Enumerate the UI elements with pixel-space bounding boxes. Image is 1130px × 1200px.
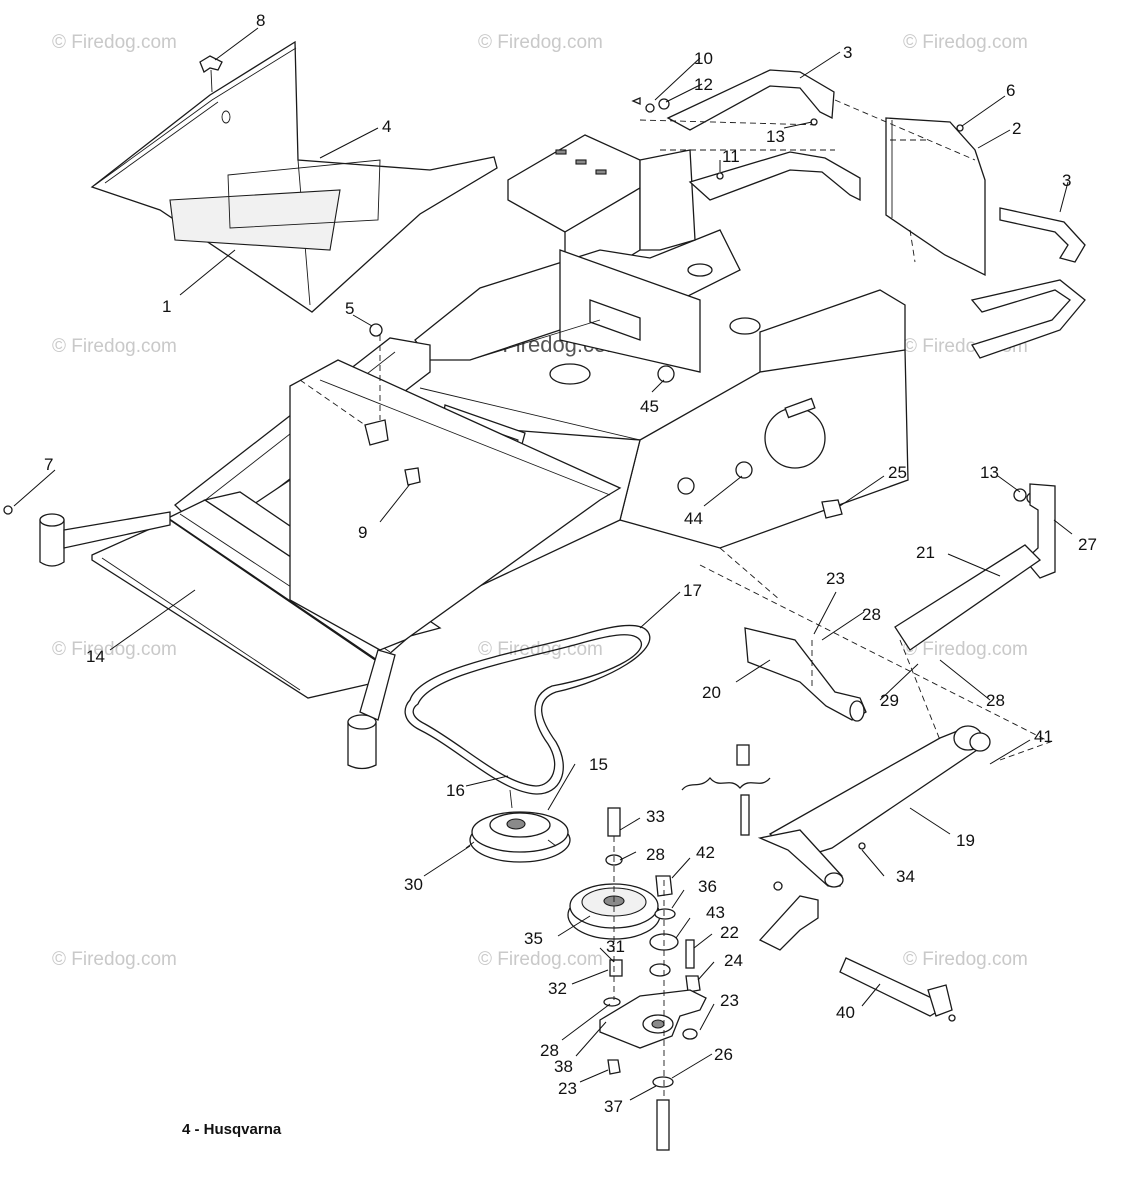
callout-11: 11	[722, 147, 740, 166]
callout-42: 42	[696, 843, 715, 862]
grommet-45-part	[657, 365, 675, 383]
watermark: © Firedog.com	[903, 949, 1028, 970]
idler-arm-part	[599, 989, 707, 1151]
callout-34: 34	[896, 867, 915, 886]
callout-40: 40	[836, 1003, 855, 1022]
callout-4: 4	[382, 117, 391, 136]
frame-hardware	[3, 323, 843, 519]
spring-part	[681, 744, 771, 836]
bushing-9-part	[364, 419, 389, 446]
callout-28a: 28	[862, 605, 881, 624]
callout-3a: 3	[843, 43, 852, 62]
watermark: © Firedog.com	[903, 639, 1028, 660]
diagram-caption: 4 - Husqvarna	[182, 1121, 282, 1138]
callout-3b: 3	[1062, 171, 1071, 190]
callout-1: 1	[162, 297, 171, 316]
callout-28d: 28	[540, 1041, 559, 1060]
watermark: © Firedog.com	[478, 32, 603, 53]
callout-26: 26	[714, 1045, 733, 1064]
callout-19: 19	[956, 831, 975, 850]
callout-13b: 13	[980, 463, 999, 482]
floor-pan-part	[90, 40, 498, 313]
plug-5-part	[369, 323, 383, 337]
callout-22: 22	[720, 923, 739, 942]
callout-45: 45	[640, 397, 659, 416]
callout-7: 7	[44, 455, 53, 474]
watermark: © Firedog.com	[52, 639, 177, 660]
rod-40-part	[758, 881, 956, 1022]
callout-37: 37	[604, 1097, 623, 1116]
callout-20: 20	[702, 683, 721, 702]
callout-30: 30	[404, 875, 423, 894]
callout-35: 35	[524, 929, 543, 948]
watermark: © Firedog.com	[903, 32, 1028, 53]
callout-27: 27	[1078, 535, 1097, 554]
watermark: © Firedog.com	[478, 639, 603, 660]
callout-5: 5	[345, 299, 354, 318]
side-plate-part	[885, 117, 986, 277]
callout-leaders	[13, 27, 1073, 1101]
callout-10: 10	[694, 49, 713, 68]
callout-23a: 23	[826, 569, 845, 588]
callout-23b: 23	[720, 991, 739, 1010]
idler-pulley-part	[567, 883, 661, 940]
callout-29: 29	[880, 691, 899, 710]
callout-44: 44	[684, 509, 703, 528]
callout-28c: 28	[646, 845, 665, 864]
callout-31: 31	[606, 937, 625, 956]
pulley-part	[465, 789, 571, 863]
callout-6: 6	[1006, 81, 1015, 100]
callout-32: 32	[548, 979, 567, 998]
callout-14: 14	[86, 647, 105, 666]
wing-knob-part	[199, 55, 223, 93]
rail-bracket-part	[666, 69, 1086, 359]
callout-13a: 13	[766, 127, 785, 146]
callout-43: 43	[706, 903, 725, 922]
watermark: © Firedog.com	[52, 336, 177, 357]
nut-7-part	[3, 505, 13, 515]
pivot-arm-part	[757, 725, 991, 888]
callout-2: 2	[1012, 119, 1021, 138]
callout-17: 17	[683, 581, 702, 600]
callout-9: 9	[358, 523, 367, 542]
callout-16: 16	[446, 781, 465, 800]
callout-41: 41	[1034, 727, 1053, 746]
bracket-21-27-part	[894, 483, 1056, 651]
clip-9-part	[404, 467, 421, 486]
callout-28b: 28	[986, 691, 1005, 710]
belt-part	[404, 624, 651, 795]
callout-38: 38	[554, 1057, 573, 1076]
grommet-44-part	[735, 461, 753, 479]
callout-numbers: 8 4 1 5 3 10 12 13 11 6 2 3 7 9 45 44 25…	[44, 11, 1097, 1116]
bolt-25-part	[821, 499, 843, 519]
callout-12: 12	[694, 75, 713, 94]
callout-15: 15	[589, 755, 608, 774]
caster-tubes	[39, 511, 396, 770]
callout-21: 21	[916, 543, 935, 562]
callout-25: 25	[888, 463, 907, 482]
callout-23c: 23	[558, 1079, 577, 1098]
watermarks: © Firedog.com © Firedog.com © Firedog.co…	[52, 32, 1028, 970]
watermark: © Firedog.com	[52, 32, 177, 53]
assembly-lines	[299, 99, 1052, 1100]
watermark: © Firedog.com	[52, 949, 177, 970]
idler-hardware	[605, 807, 701, 993]
callout-8: 8	[256, 11, 265, 30]
callout-33: 33	[646, 807, 665, 826]
callout-24: 24	[724, 951, 743, 970]
watermark: © Firedog.com	[478, 949, 603, 970]
callout-36: 36	[698, 877, 717, 896]
pivot-bar-part	[744, 627, 867, 722]
